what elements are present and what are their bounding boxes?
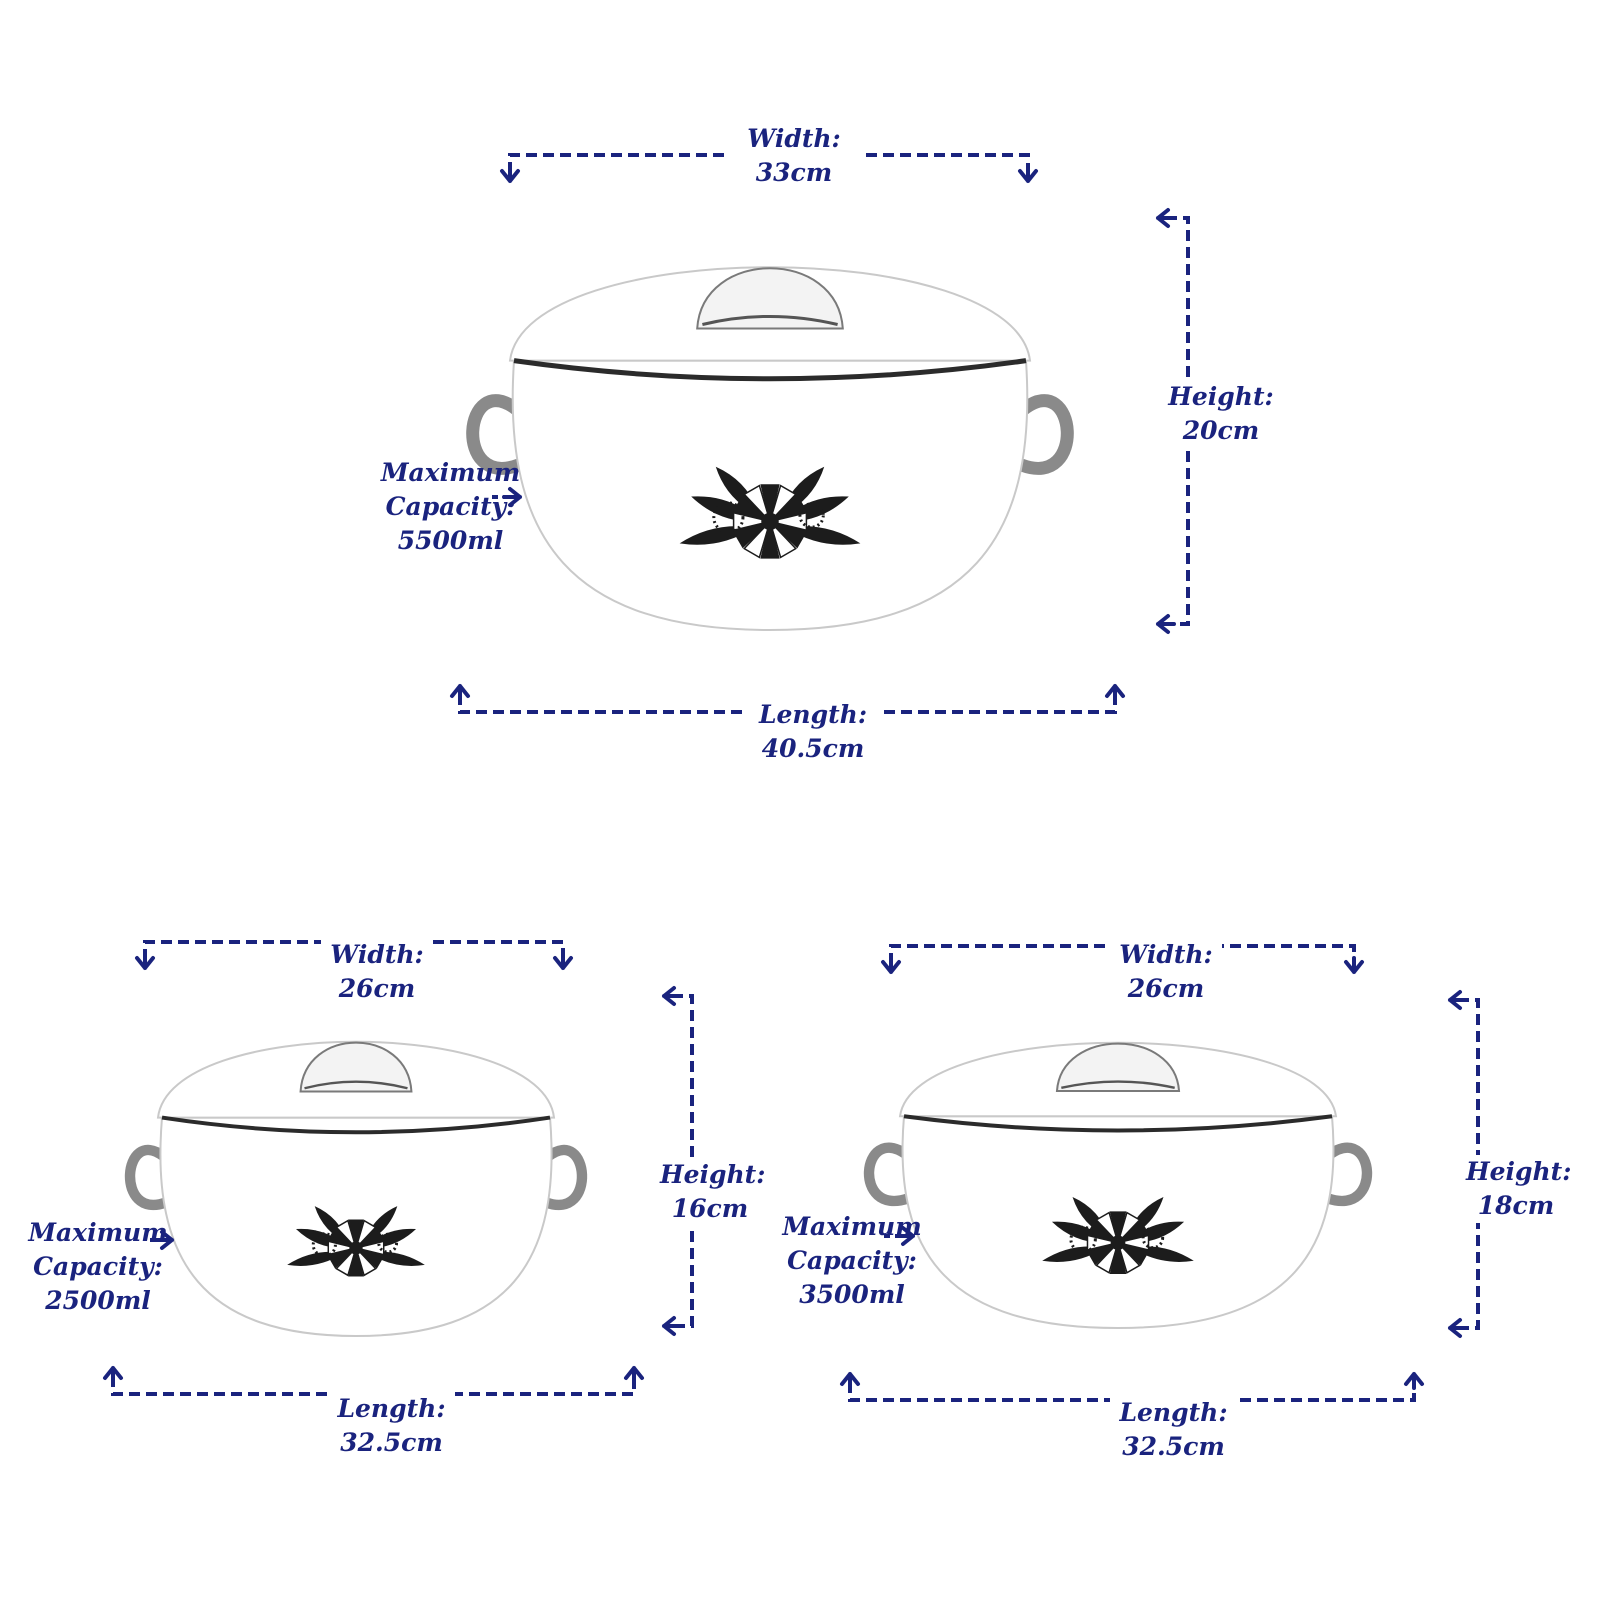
petal: [760, 521, 780, 559]
petal: [1095, 1211, 1119, 1244]
width-label-small-left: Width:26cm: [321, 938, 433, 1006]
flower-center: [349, 1241, 363, 1255]
height-label-small-right: Height:18cm: [1460, 1155, 1572, 1223]
petal: [1095, 1242, 1119, 1274]
petal: [1117, 1234, 1150, 1251]
length-label-large: Length:40.5cm: [742, 698, 884, 766]
pot-rim: [903, 1114, 1333, 1133]
small-left-width-arrow-right: [553, 952, 573, 970]
petal: [760, 484, 780, 522]
petal: [1109, 1242, 1127, 1274]
petal: [769, 520, 808, 549]
width-label-small-right: Width:26cm: [1110, 938, 1222, 1006]
leaf-5: [785, 526, 861, 545]
lid-knob: [1055, 1042, 1181, 1092]
small-right-height-arrow-top: [1448, 990, 1468, 1010]
large-width-arrow-right: [1018, 165, 1038, 183]
petal: [743, 520, 771, 559]
lid-knob: [299, 1041, 413, 1093]
large-length-arrow-right: [1105, 684, 1125, 702]
small-left-pot: [124, 1040, 588, 1338]
length-label-small-left: Length:32.5cm: [328, 1392, 455, 1460]
handle-right: [540, 1144, 588, 1210]
large-length-arrow-left: [450, 684, 470, 702]
petal: [769, 520, 797, 559]
small-right-pot: [863, 1041, 1373, 1330]
flower-motif-icon: [679, 466, 861, 559]
petal: [1117, 1211, 1141, 1244]
small-right-length-arrow-right: [1404, 1372, 1424, 1390]
bud-right: [1141, 1226, 1165, 1250]
bud-right: [377, 1232, 399, 1254]
bud-left: [311, 1232, 337, 1258]
pot-rim: [513, 358, 1027, 382]
large-capacity-arrow: [502, 487, 522, 507]
petal: [732, 494, 771, 523]
bud-right: [798, 502, 825, 529]
lid-knob-edge: [702, 314, 838, 326]
handle-right: [1015, 394, 1074, 475]
handle-right: [1322, 1142, 1373, 1206]
small-left-capacity-arrow: [154, 1230, 174, 1250]
small-right-width-line: [889, 944, 1356, 964]
petal: [1117, 1242, 1141, 1274]
small-right-capacity-arrow: [895, 1226, 915, 1246]
handle-left: [466, 394, 525, 475]
small-left-length-arrow-left: [103, 1366, 123, 1384]
width-label-large: Width:33cm: [728, 122, 860, 190]
small-right-height-arrow-bottom: [1448, 1318, 1468, 1338]
pot-rim: [161, 1115, 551, 1135]
large-height-arrow-top: [1156, 208, 1176, 228]
petal: [335, 1219, 357, 1249]
lid-knob-edge: [304, 1080, 408, 1090]
large-width-arrow-left: [500, 165, 520, 183]
bud-left: [712, 501, 745, 534]
small-right-width-arrow-right: [1344, 956, 1364, 974]
petal: [769, 494, 808, 523]
flower-center: [1110, 1235, 1126, 1251]
petal: [1117, 1219, 1150, 1244]
petal: [1086, 1241, 1119, 1266]
lid-knob-edge: [1061, 1080, 1175, 1090]
handle-left: [863, 1142, 914, 1206]
small-left-length-arrow-right: [624, 1366, 644, 1384]
small-left-height-arrow-bottom: [662, 1316, 682, 1336]
large-height-arrow-bottom: [1156, 614, 1176, 634]
petal: [1086, 1219, 1119, 1244]
small-right-width-arrow-left: [881, 956, 901, 974]
length-label-small-right: Length:32.5cm: [1110, 1396, 1237, 1464]
height-label-small-left: Height:16cm: [654, 1158, 766, 1226]
bud-left: [1069, 1225, 1097, 1254]
petal: [769, 484, 797, 522]
small-left-width-arrow-left: [135, 952, 155, 970]
flower-motif-icon: [287, 1206, 425, 1277]
petal: [1117, 1241, 1150, 1266]
petal: [769, 511, 808, 532]
handle-left: [124, 1144, 172, 1210]
small-right-length-arrow-left: [840, 1372, 860, 1390]
petal: [743, 484, 771, 522]
small-left-height-arrow-top: [662, 986, 682, 1006]
height-label-large: Height:20cm: [1160, 380, 1282, 448]
flower-motif-icon: [1042, 1197, 1194, 1274]
petal: [1109, 1211, 1127, 1243]
petal: [732, 520, 771, 549]
flower-center: [761, 512, 779, 531]
large-pot: [466, 266, 1074, 632]
lid-knob: [696, 267, 844, 330]
